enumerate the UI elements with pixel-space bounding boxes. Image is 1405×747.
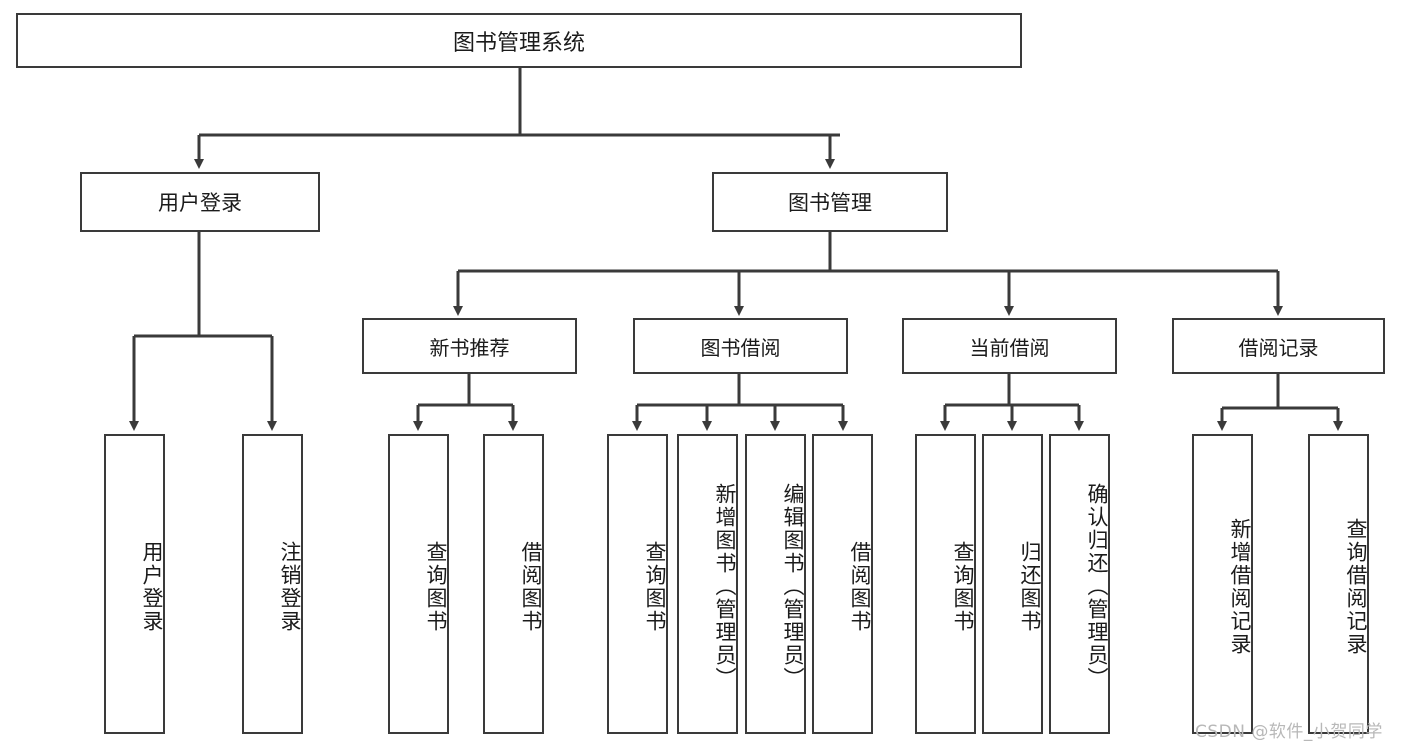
node-book-borrow-label: 图书借阅 xyxy=(700,335,781,360)
node-leaf-logout-label: 注销登录 xyxy=(278,541,302,633)
node-leaf-user-login-label: 用户登录 xyxy=(140,541,164,633)
csdn-watermark: CSDN @软件_小贺同学 xyxy=(1195,722,1383,742)
node-book-manage-label: 图书管理 xyxy=(788,191,872,215)
node-leaf-edit-book-label: 编辑图书（管理员） xyxy=(781,482,805,690)
node-leaf-borrow-book-1[interactable]: 借阅图书 xyxy=(483,434,544,734)
node-leaf-confirm-return[interactable]: 确认归还（管理员） xyxy=(1049,434,1110,734)
node-root-label: 图书管理系统 xyxy=(452,30,585,56)
node-leaf-add-record-label: 新增借阅记录 xyxy=(1228,518,1252,656)
node-leaf-borrow-book-1-label: 借阅图书 xyxy=(519,541,543,633)
node-leaf-add-record[interactable]: 新增借阅记录 xyxy=(1192,434,1253,734)
node-leaf-add-book[interactable]: 新增图书（管理员） xyxy=(677,434,738,734)
node-leaf-query-book-3-label: 查询图书 xyxy=(951,541,975,633)
node-leaf-confirm-return-label: 确认归还（管理员） xyxy=(1085,482,1109,690)
node-new-book-rec[interactable]: 新书推荐 xyxy=(362,318,577,374)
node-leaf-query-book-2[interactable]: 查询图书 xyxy=(607,434,668,734)
node-user-login[interactable]: 用户登录 xyxy=(80,172,320,232)
node-book-manage[interactable]: 图书管理 xyxy=(712,172,948,232)
node-root[interactable]: 图书管理系统 xyxy=(16,13,1022,68)
node-leaf-return-book-label: 归还图书 xyxy=(1018,541,1042,633)
node-leaf-query-book-1[interactable]: 查询图书 xyxy=(388,434,449,734)
node-leaf-query-book-2-label: 查询图书 xyxy=(643,541,667,633)
node-leaf-return-book[interactable]: 归还图书 xyxy=(982,434,1043,734)
node-current-borrow[interactable]: 当前借阅 xyxy=(902,318,1117,374)
node-leaf-query-record-label: 查询借阅记录 xyxy=(1344,518,1368,656)
node-new-book-rec-label: 新书推荐 xyxy=(429,335,510,360)
node-current-borrow-label: 当前借阅 xyxy=(969,335,1050,360)
node-leaf-user-login[interactable]: 用户登录 xyxy=(104,434,165,734)
node-leaf-borrow-book-2[interactable]: 借阅图书 xyxy=(812,434,873,734)
node-borrow-record[interactable]: 借阅记录 xyxy=(1172,318,1385,374)
node-leaf-query-book-1-label: 查询图书 xyxy=(424,541,448,633)
node-leaf-query-record[interactable]: 查询借阅记录 xyxy=(1308,434,1369,734)
node-user-login-label: 用户登录 xyxy=(158,191,242,215)
node-borrow-record-label: 借阅记录 xyxy=(1238,335,1319,360)
node-leaf-add-book-label: 新增图书（管理员） xyxy=(713,482,737,690)
node-leaf-logout[interactable]: 注销登录 xyxy=(242,434,303,734)
node-leaf-edit-book[interactable]: 编辑图书（管理员） xyxy=(745,434,806,734)
node-book-borrow[interactable]: 图书借阅 xyxy=(633,318,848,374)
node-leaf-borrow-book-2-label: 借阅图书 xyxy=(848,541,872,633)
node-leaf-query-book-3[interactable]: 查询图书 xyxy=(915,434,976,734)
